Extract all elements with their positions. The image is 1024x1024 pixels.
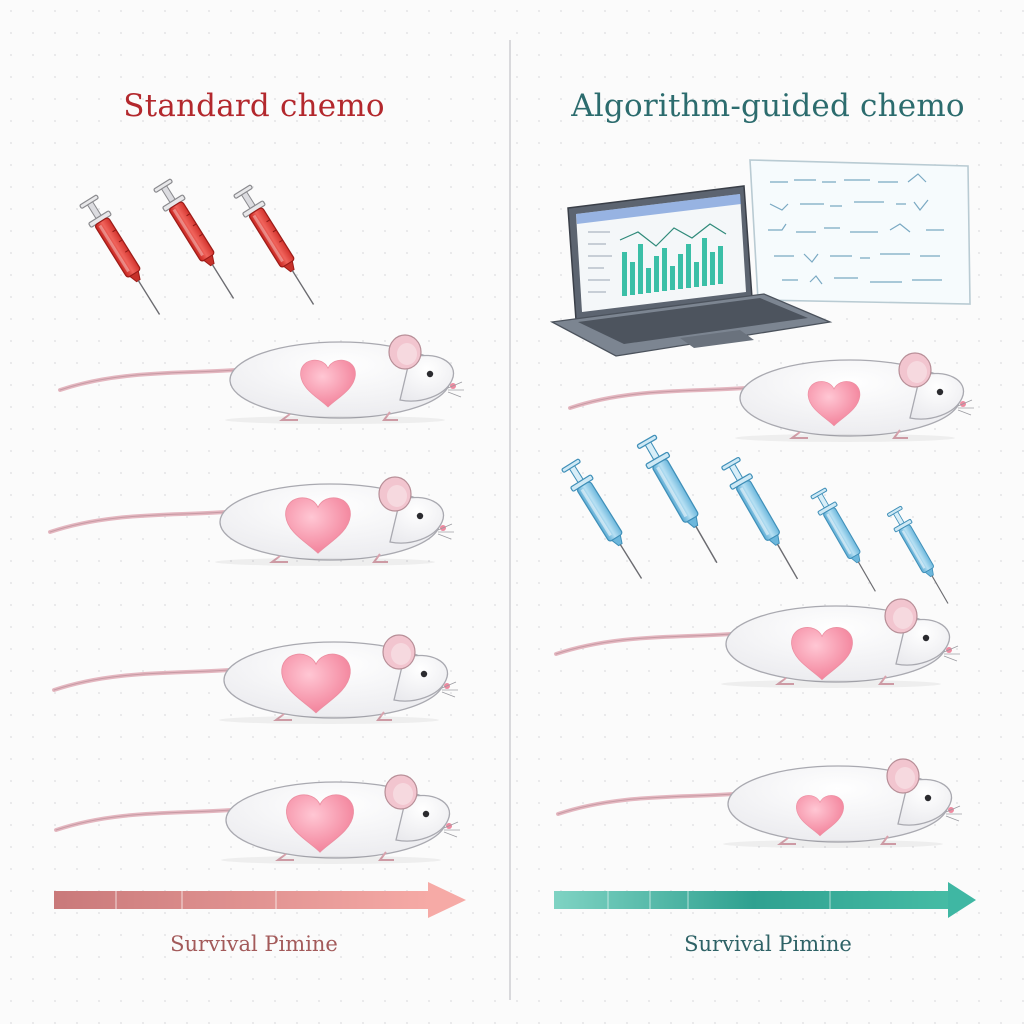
standard-illustration [48, 176, 466, 918]
mouse-icon [58, 333, 466, 426]
arrow-icon [54, 882, 466, 918]
syringe-icon [808, 486, 885, 598]
mouse-icon [52, 633, 460, 726]
mouse-icon [48, 475, 456, 568]
laptop-icon [549, 185, 833, 357]
guided-caption: Survival Pimine [684, 932, 852, 956]
syringe-icon [151, 176, 245, 306]
syringe-icon [718, 455, 809, 586]
syringe-icon [559, 456, 653, 586]
syringe-icon [231, 182, 325, 312]
mouse-icon [556, 757, 964, 850]
arrow-icon [554, 882, 976, 918]
mouse-icon [568, 351, 976, 444]
standard-caption: Survival Pimine [170, 932, 338, 956]
syringe-icon [885, 504, 957, 609]
guided-chemo-panel: Algorithm-guided chemo [512, 0, 1024, 1024]
notes-board-icon [749, 159, 971, 305]
standard-chemo-panel: Standard chemo [0, 0, 508, 1024]
panel-divider [509, 40, 511, 1000]
syringe-icon [634, 432, 729, 570]
guided-chemo-title: Algorithm-guided chemo [571, 88, 965, 124]
mouse-icon [554, 597, 962, 690]
syringe-icon [77, 192, 171, 322]
guided-illustration [549, 159, 976, 918]
mouse-icon [54, 773, 462, 866]
standard-chemo-title: Standard chemo [123, 88, 385, 124]
